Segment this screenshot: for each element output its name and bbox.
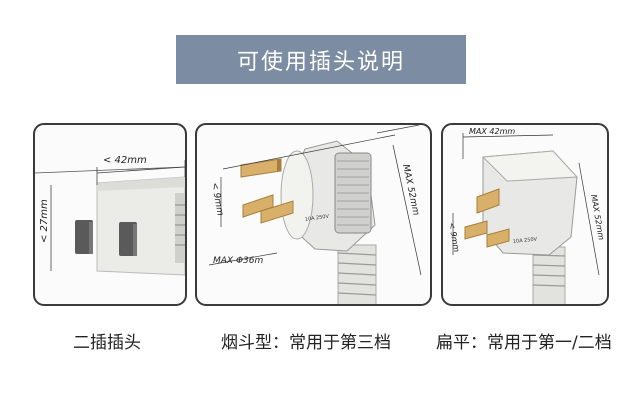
diameter-dimension-label: MAX Φ36m <box>213 256 263 266</box>
pin-left <box>464 220 488 240</box>
pin-dimension-label: < 9mm <box>447 222 461 253</box>
panel-two-pin-plug: < 42mm < 27mm <box>33 123 187 306</box>
pipe-plug-illustration: 10A 250V MAX 52mm < 9mm MAX Φ36m <box>208 125 422 304</box>
length-dimension-label: MAX 52mm <box>400 164 421 217</box>
caption-flat-plug: 扁平：常用于第一/二档 <box>436 333 612 353</box>
pin-left <box>75 220 93 254</box>
title-banner: 可使用插头说明 <box>176 35 466 84</box>
panel-pipe-plug: 10A 250V MAX 52mm < 9mm MAX Φ36m <box>195 123 432 306</box>
height-dimension-label: < 27mm <box>39 199 50 243</box>
pin-top <box>476 188 500 214</box>
two-pin-plug-illustration: < 42mm < 27mm <box>35 155 185 276</box>
width-dimension-label: < 42mm <box>103 155 147 166</box>
pin-right <box>119 222 137 256</box>
flat-plug-illustration: 10A 250V MAX 42mm MAX 52mm < 9mm <box>447 127 606 304</box>
plug-marking: 10A 250V <box>513 236 538 245</box>
plug-marking: 10A 250V <box>304 214 330 223</box>
page-title: 可使用插头说明 <box>236 49 405 75</box>
panel-flat-plug: 10A 250V MAX 42mm MAX 52mm < 9mm <box>441 123 609 306</box>
pin-right <box>486 228 510 248</box>
caption-pipe-plug: 烟斗型：常用于第三档 <box>221 333 391 353</box>
caption-two-pin-plug: 二插插头 <box>73 333 141 353</box>
pin-bottom <box>260 200 294 224</box>
width-dimension-label: MAX 42mm <box>469 127 515 136</box>
pin-dimension-label: < 9mm <box>209 182 225 217</box>
